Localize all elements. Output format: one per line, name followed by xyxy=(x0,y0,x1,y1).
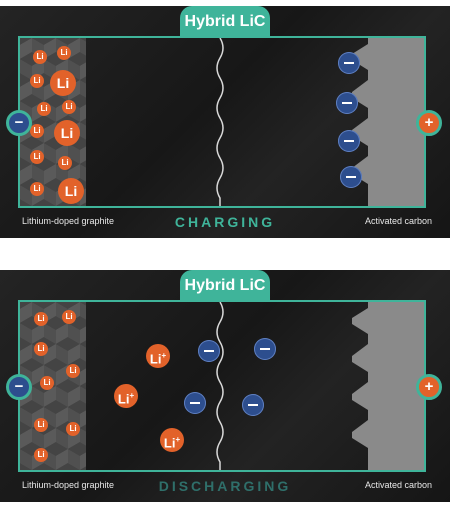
lithium-atom: Li xyxy=(30,182,44,196)
anion xyxy=(184,392,206,414)
lithium-atom: Li xyxy=(57,46,71,60)
anion xyxy=(338,130,360,152)
negative-terminal: − xyxy=(6,110,32,136)
activated-carbon-cathode xyxy=(352,302,424,470)
lithium-ion: Li+ xyxy=(160,428,184,452)
lithium-atom: Li xyxy=(30,150,44,164)
anion xyxy=(254,338,276,360)
separator xyxy=(216,38,224,206)
lithium-atom: Li xyxy=(58,178,84,204)
lithium-atom: Li xyxy=(66,364,80,378)
lithium-atom: Li xyxy=(37,102,51,116)
left-electrode-label: Lithium-doped graphite xyxy=(22,216,115,226)
lithium-atom: Li xyxy=(34,312,48,326)
lithium-atom: Li xyxy=(66,422,80,436)
lithium-ion: Li+ xyxy=(114,384,138,408)
state-label: DISCHARGING xyxy=(158,478,292,494)
negative-terminal: − xyxy=(6,374,32,400)
left-electrode-label: Lithium-doped graphite xyxy=(22,480,115,490)
lithium-atom: Li xyxy=(40,376,54,390)
separator xyxy=(216,302,224,470)
positive-terminal: + xyxy=(416,110,442,136)
anion xyxy=(198,340,220,362)
lithium-atom: Li xyxy=(30,124,44,138)
lithium-atom: Li xyxy=(30,74,44,88)
lithium-atom: Li xyxy=(33,50,47,64)
cell-type-badge: Hybrid LiC xyxy=(180,270,270,300)
anion xyxy=(338,52,360,74)
anion xyxy=(242,394,264,416)
cell-type-badge: Hybrid LiC xyxy=(180,6,270,36)
lithium-ion: Li+ xyxy=(146,344,170,368)
anion xyxy=(340,166,362,188)
lithium-atom: Li xyxy=(62,100,76,114)
charging-diagram: Hybrid LiC Li Li Li Li Li Li Li Li Li Li… xyxy=(0,6,450,238)
lithium-atom: Li xyxy=(54,120,80,146)
anion xyxy=(336,92,358,114)
activated-carbon-cathode xyxy=(352,38,424,206)
lithium-atom: Li xyxy=(62,310,76,324)
state-label: CHARGING xyxy=(174,214,276,230)
lithium-atom: Li xyxy=(50,70,76,96)
lithium-atom: Li xyxy=(34,418,48,432)
lithium-atom: Li xyxy=(34,448,48,462)
lithium-atom: Li xyxy=(34,342,48,356)
right-electrode-label: Activated carbon xyxy=(365,216,433,226)
positive-terminal: + xyxy=(416,374,442,400)
right-electrode-label: Activated carbon xyxy=(365,480,433,490)
discharging-diagram: Hybrid LiC Li Li Li Li Li Li Li Li Li+ L… xyxy=(0,270,450,502)
lithium-atom: Li xyxy=(58,156,72,170)
